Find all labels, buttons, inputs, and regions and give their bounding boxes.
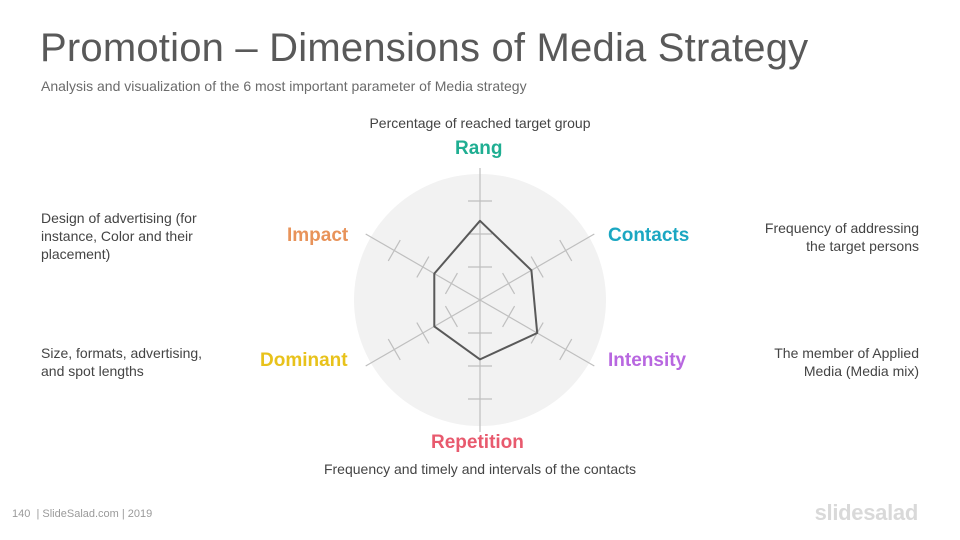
axis-label-intensity: Intensity bbox=[608, 350, 687, 371]
radar-axis-tick bbox=[559, 239, 573, 262]
brand-logo: slidesalad bbox=[814, 500, 919, 525]
desc-intensity: The member of Applied Media (Media mix) bbox=[774, 345, 919, 379]
radar-axis-tick bbox=[502, 272, 516, 295]
radar-axis-tick bbox=[444, 305, 458, 328]
radar-axis-tick bbox=[416, 322, 430, 344]
desc-dominant: Size, formats, advertising, and spot len… bbox=[41, 345, 203, 379]
desc-repetition: Frequency and timely and intervals of th… bbox=[323, 461, 637, 477]
axis-label-rang: Rang bbox=[455, 138, 503, 159]
slide-subtitle: Analysis and visualization of the 6 most… bbox=[41, 78, 527, 94]
axis-label-dominant: Dominant bbox=[260, 350, 348, 371]
desc-impact: Design of advertising (for instance, Col… bbox=[41, 210, 197, 262]
axis-label-impact: Impact bbox=[287, 225, 349, 246]
slide-title: Promotion – Dimensions of Media Strategy bbox=[40, 26, 809, 70]
radar-axis-tick bbox=[387, 239, 401, 262]
desc-rang: Percentage of reached target group bbox=[369, 115, 591, 131]
radar-axis-tick bbox=[444, 272, 458, 295]
radar-axis-tick bbox=[502, 305, 516, 328]
axis-label-contacts: Contacts bbox=[608, 225, 690, 246]
page-number: 140 bbox=[12, 508, 31, 520]
desc-contacts: Frequency of addressing the target perso… bbox=[764, 220, 919, 254]
radar-axis-tick bbox=[387, 338, 401, 361]
radar-axis-tick bbox=[416, 256, 430, 278]
radar-value-polygon bbox=[433, 219, 539, 361]
axis-label-repetition: Repetition bbox=[431, 432, 524, 453]
footer: 140 | SlideSalad.com | 2019 bbox=[12, 508, 152, 520]
radar-axis-tick bbox=[530, 256, 544, 278]
radar-chart bbox=[354, 168, 606, 432]
radar-axis-tick bbox=[559, 338, 573, 361]
footer-credit: | SlideSalad.com | 2019 bbox=[36, 508, 153, 520]
